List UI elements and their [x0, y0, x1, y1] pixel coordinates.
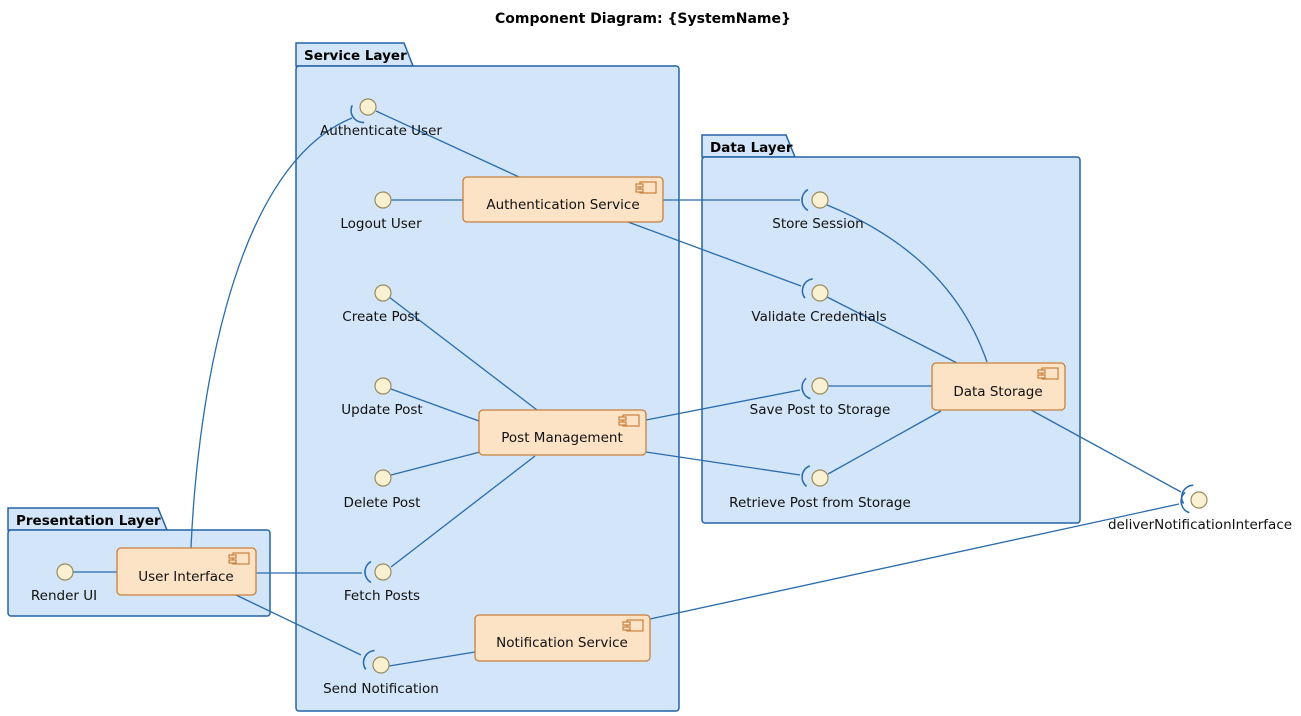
interface-fetch-posts: Fetch Posts [344, 560, 420, 604]
component-post-management: Post Management [478, 409, 647, 456]
required-socket-icon [1180, 491, 1190, 514]
interface-create-post: Create Post [342, 284, 420, 325]
connector-post-management-save-post-to-storage [645, 389, 801, 421]
required-socket-icon [801, 465, 811, 488]
interface-ball-icon [811, 191, 829, 209]
required-socket-icon [801, 377, 811, 400]
component-box [478, 409, 647, 456]
component-data-storage: Data Storage [931, 362, 1066, 411]
interface-ball-icon [811, 469, 829, 487]
interface-validate-credentials: Validate Credentials [751, 278, 887, 325]
connector-notification-service-deliver-notification-interface [649, 503, 1180, 620]
required-socket-icon [362, 649, 375, 670]
interface-store-session: Store Session [772, 188, 864, 232]
interface-ball-icon [374, 563, 392, 581]
interface-label: Save Post to Storage [750, 402, 891, 418]
component-icon [622, 619, 644, 632]
connector-fetch-posts-post-management [390, 455, 536, 568]
required-socket-icon [364, 560, 372, 584]
interface-render-ui: Render UI [31, 563, 97, 604]
interface-label: Logout User [340, 216, 422, 232]
interface-ball-icon [56, 563, 74, 581]
connector-send-notification-notification-service [388, 651, 476, 667]
interface-label: Authenticate User [320, 123, 442, 139]
interface-label: Send Notification [323, 681, 439, 697]
interface-ball-icon [811, 284, 829, 302]
component-authentication-service: Authentication Service [462, 176, 664, 223]
interface-save-post-to-storage: Save Post to Storage [750, 377, 891, 418]
connector-create-post-post-management [388, 296, 538, 411]
connectors [73, 110, 1182, 667]
package-body [701, 156, 1081, 524]
required-socket-icon [1180, 484, 1194, 504]
connector-delete-post-post-management [390, 451, 481, 476]
interface-ball-icon [374, 191, 392, 209]
package-name: Service Layer [304, 48, 407, 64]
interface-update-post: Update Post [341, 377, 423, 418]
interface-ball-icon [374, 284, 392, 302]
interface-send-notification: Send Notification [323, 649, 439, 697]
interface-logout-user: Logout User [340, 191, 422, 232]
interface-label: Create Post [342, 309, 419, 325]
connector-store-session-data-storage [826, 204, 988, 363]
interface-label: Update Post [341, 402, 422, 418]
package-name: Presentation Layer [16, 513, 161, 529]
interface-label: Validate Credentials [751, 309, 886, 325]
package-name: Data Layer [710, 140, 793, 156]
component-name: User Interface [138, 569, 234, 585]
package-service-layer: Service Layer [295, 42, 680, 712]
component-box [931, 362, 1066, 411]
connector-user-interface-authenticate-user [190, 117, 353, 549]
interface-label: Store Session [772, 216, 863, 232]
interface-ball-icon [359, 98, 377, 116]
interface-ball-icon [374, 469, 392, 487]
interface-label: deliverNotificationInterface [1108, 517, 1292, 533]
interface-retrieve-post-from-storage: Retrieve Post from Storage [729, 465, 911, 511]
interface-label: Delete Post [344, 495, 421, 511]
package-data-layer: Data Layer [701, 134, 1081, 524]
connector-post-management-retrieve-post-from-storage [645, 451, 801, 476]
interface-label: Fetch Posts [344, 588, 420, 604]
component-icon [228, 552, 250, 565]
interface-label: Retrieve Post from Storage [729, 495, 911, 511]
interface-authenticate-user: Authenticate User [320, 98, 442, 139]
required-socket-icon [350, 105, 365, 124]
connector-user-interface-send-notification [235, 594, 362, 656]
component-name: Notification Service [496, 635, 628, 651]
interface-ball-icon [811, 377, 829, 395]
interface-ball-icon [374, 377, 392, 395]
interface-deliver-notification: deliverNotificationInterface [1108, 484, 1292, 533]
connector-authentication-service-validate-credentials [627, 221, 802, 287]
component-name: Authentication Service [486, 197, 639, 213]
interface-label: Render UI [31, 588, 97, 604]
component-box [462, 176, 664, 223]
package-body [295, 65, 680, 712]
diagram-title: Component Diagram: {SystemName} [495, 11, 791, 27]
component-user-interface: User Interface [116, 547, 257, 596]
component-icon [1037, 367, 1059, 380]
connector-validate-credentials-data-storage [826, 296, 958, 364]
interface-ball-icon [372, 656, 390, 674]
component-notification-service: Notification Service [474, 614, 651, 662]
component-icon [618, 414, 640, 427]
interface-ball-icon [1190, 491, 1208, 509]
component-icon [635, 181, 657, 194]
component-name: Data Storage [953, 384, 1042, 400]
component-box [116, 547, 257, 596]
component-box [474, 614, 651, 662]
interface-delete-post: Delete Post [344, 469, 421, 511]
component-name: Post Management [501, 430, 622, 446]
connector-retrieve-post-from-storage-data-storage [827, 410, 942, 475]
required-socket-icon [801, 188, 809, 212]
connector-update-post-post-management [390, 388, 480, 422]
connector-data-storage-deliver-notification-interface [1030, 409, 1182, 493]
required-socket-icon [801, 278, 813, 299]
connector-authenticate-user-authentication-service [375, 110, 520, 178]
